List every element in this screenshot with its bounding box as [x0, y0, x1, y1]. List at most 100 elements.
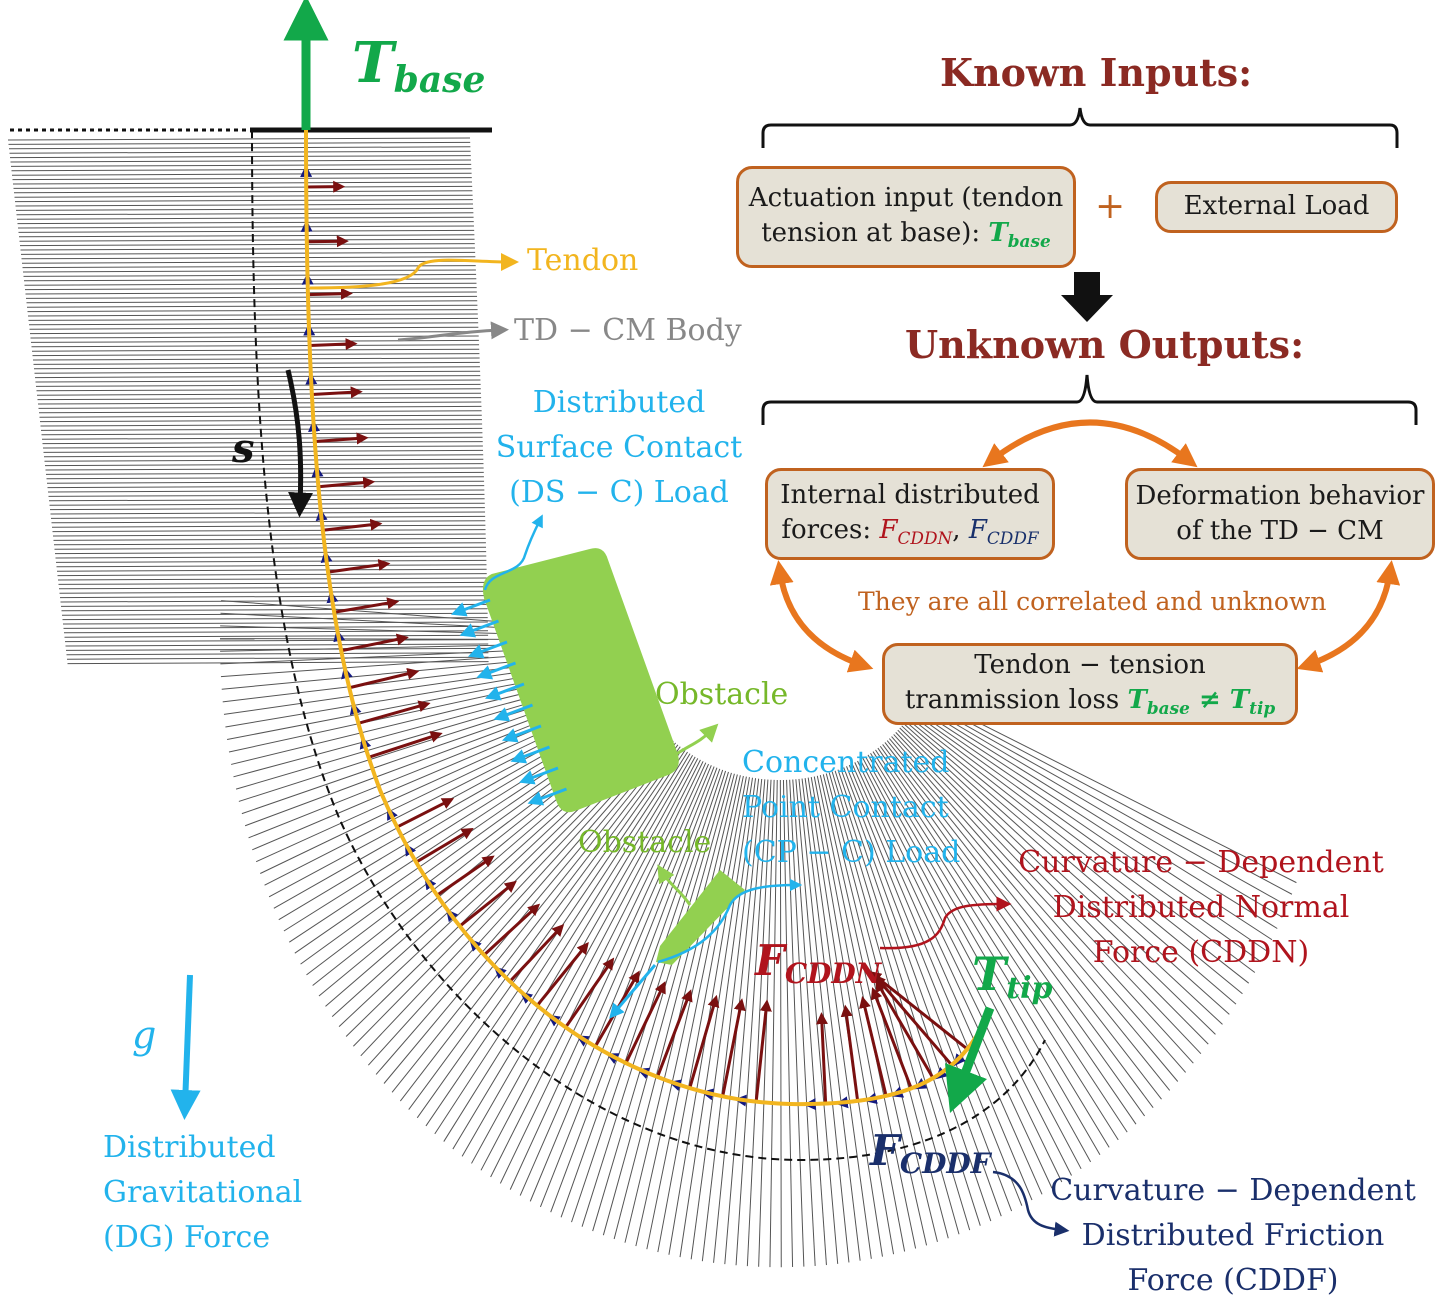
cp-c-line-2: Point Contact	[742, 785, 960, 830]
ds-c-label: Distributed Surface Contact (DS − C) Loa…	[492, 380, 746, 515]
body-hatch-line	[9, 142, 471, 144]
body-hatch-line	[63, 618, 488, 620]
body-hatch-line	[13, 182, 472, 184]
body-hatch-line	[16, 208, 473, 210]
cddf-line-1: Curvature − Dependent	[1035, 1168, 1431, 1213]
dg-line-2: Gravitational	[103, 1170, 302, 1215]
cddf-line-2: Distributed Friction	[1035, 1213, 1431, 1258]
dg-line-3: (DG) Force	[103, 1215, 302, 1260]
deform-line-2: of the TD − CM	[1176, 514, 1383, 549]
cddf-line-3: Force (CDDF)	[1035, 1258, 1431, 1303]
dg-line-1: Distributed	[103, 1125, 302, 1170]
body-hatch-line	[48, 490, 484, 492]
cddn-arrow	[437, 859, 490, 895]
gravity-arrow	[185, 975, 190, 1105]
cddn-arrow	[334, 602, 393, 612]
plus-sign: +	[1095, 186, 1125, 227]
cddn-arrow	[315, 438, 363, 441]
known-brace	[763, 108, 1397, 148]
unknown-brace	[763, 375, 1416, 425]
obstacle-pointer-1	[675, 730, 712, 755]
body-hatch-line	[18, 226, 474, 228]
body-hatch-line	[50, 503, 485, 505]
cddn-arrow	[566, 962, 611, 1027]
body-hatch-line	[10, 151, 471, 153]
body-hatch-line	[19, 230, 475, 232]
body-hatch-line	[14, 191, 472, 193]
body-hatch-line	[34, 362, 480, 364]
cddn-line-2: Distributed Normal	[1006, 885, 1396, 930]
actuation-input-box: Actuation input (tendon tension at base)…	[736, 166, 1076, 268]
cddf-label: Curvature − Dependent Distributed Fricti…	[1035, 1168, 1431, 1303]
transmission-loss-box: Tendon − tension tranmission loss Tbase …	[882, 643, 1298, 725]
body-hatch-line	[11, 160, 471, 162]
body-hatch-line	[53, 530, 486, 532]
body-hatch-line	[11, 164, 471, 166]
body-hatch-line	[53, 534, 486, 536]
body-hatch-line	[55, 552, 486, 554]
tendon-line-2: tranmission loss Tbase ≠ Ttip	[905, 683, 1275, 720]
body-hatch-line	[66, 644, 489, 646]
body-hatch-line	[20, 239, 475, 241]
known-inputs-title: Known Inputs:	[940, 50, 1252, 95]
body-hatch-line	[17, 213, 474, 215]
internal-line-1: Internal distributed	[780, 478, 1039, 513]
correlated-note: They are all correlated and unknown	[858, 587, 1326, 616]
body-hatch-line	[10, 156, 471, 158]
body-hatch-line	[22, 257, 476, 259]
body-hatch-line	[51, 516, 485, 518]
body-hatch-line	[47, 477, 484, 479]
body-hatch-line	[60, 591, 488, 593]
body-hatch-line	[41, 424, 483, 426]
body-hatch-line	[65, 635, 489, 637]
body-hatch-line	[18, 222, 474, 224]
body-hatch-line	[62, 613, 488, 615]
cddn-arrow	[310, 344, 352, 346]
body-hatch-line	[13, 178, 472, 180]
body-hatch-line	[27, 305, 477, 307]
cp-c-line-3: (CP − C) Load	[742, 830, 960, 875]
cddn-arrow	[878, 979, 952, 1065]
obstacle-label-2: Obstacle	[578, 820, 711, 865]
obstacle-label-1: Obstacle	[655, 672, 788, 717]
internal-forces-box: Internal distributed forces: FCDDN, FCDD…	[765, 468, 1055, 560]
body-hatch-line	[15, 195, 473, 197]
external-load-box: External Load	[1155, 181, 1398, 233]
body-hatch-line	[57, 569, 487, 571]
body-hatch-line	[60, 596, 487, 598]
body-hatch-line	[58, 578, 487, 580]
body-hatch-line	[29, 323, 478, 325]
cddn-label: Curvature − Dependent Distributed Normal…	[1006, 840, 1396, 975]
body-hatch-line	[12, 173, 472, 175]
unknown-outputs-title: Unknown Outputs:	[905, 322, 1304, 367]
body-hatch-line	[55, 547, 487, 549]
external-load-text: External Load	[1184, 189, 1370, 224]
ds-c-arrow	[458, 600, 490, 612]
body-hatch-line	[42, 437, 483, 439]
body-hatch-line	[20, 244, 475, 246]
body-hatch-line	[8, 138, 470, 140]
body-hatch-line	[22, 261, 476, 263]
ds-c-line-2: Surface Contact	[492, 425, 746, 470]
body-hatch-line	[59, 582, 487, 584]
dg-label: Distributed Gravitational (DG) Force	[103, 1125, 302, 1260]
down-arrow	[1061, 272, 1113, 322]
body-hatch-line	[30, 327, 479, 329]
body-hatch-line	[25, 288, 477, 290]
body-hatch-line	[23, 266, 476, 268]
s-direction-arrow	[288, 370, 301, 505]
cddn-arrow	[537, 947, 585, 1006]
body-hatch-line	[21, 252, 475, 254]
internal-line-2: forces: FCDDN, FCDDF	[781, 513, 1038, 550]
ds-c-line-1: Distributed	[492, 380, 746, 425]
cddn-arrow	[323, 524, 377, 530]
tendon-label: Tendon	[527, 238, 638, 283]
body-hatch-line	[26, 292, 477, 294]
cddn-arrow	[626, 986, 663, 1063]
body-hatch-line	[56, 556, 487, 558]
body-hatch-line	[65, 640, 488, 642]
body-hatch-line	[24, 279, 476, 281]
correlation-arrow-right	[1308, 572, 1390, 665]
cddn-pointer	[880, 904, 1004, 948]
correlation-arrow-left	[780, 572, 862, 665]
